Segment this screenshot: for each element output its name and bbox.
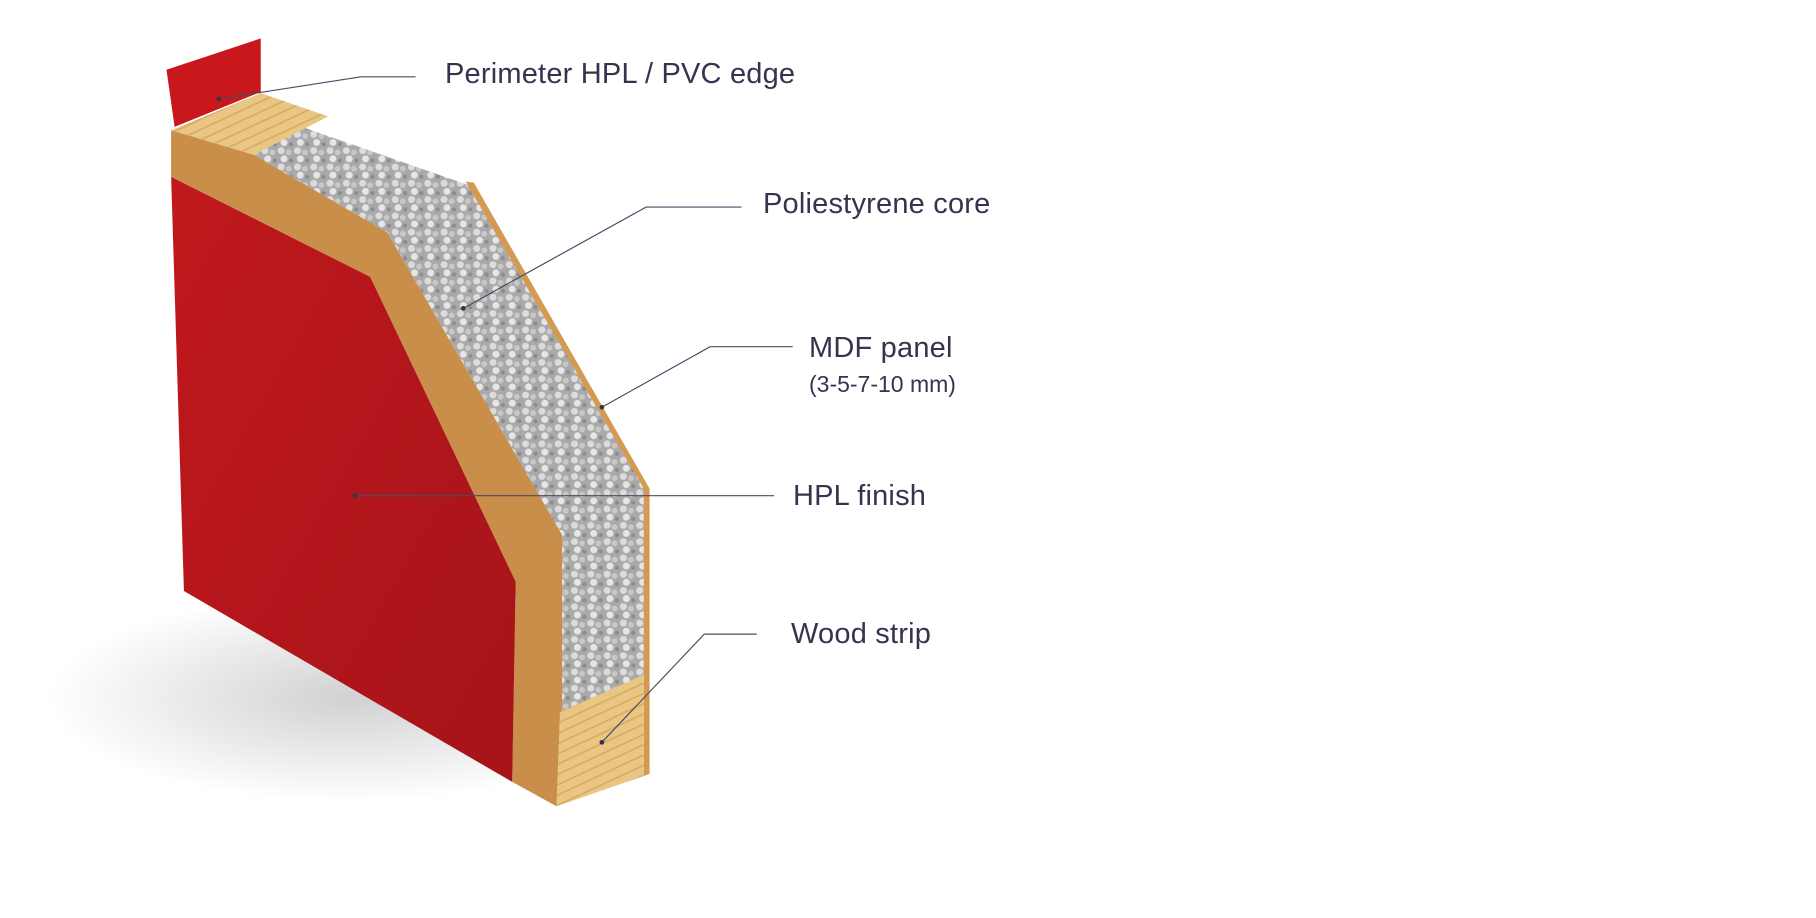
perimeter-edge-flap: [166, 38, 261, 127]
top-wood-block: [171, 93, 329, 155]
polystyrene-core: [253, 127, 644, 713]
label-wood-strip: Wood strip: [791, 618, 932, 650]
label-polystyrene-core: Poliestyrene core: [763, 188, 991, 220]
label-hpl-finish: HPL finish: [793, 480, 927, 512]
leader-wood: [601, 633, 757, 743]
leader-dot-hpl: [352, 493, 358, 498]
label-perimeter-edge: Perimeter HPL / PVC edge: [445, 58, 796, 90]
leader-dot-perimeter: [216, 96, 222, 102]
mdf-panel-edge: [171, 130, 563, 807]
leader-dot-wood: [599, 739, 605, 745]
hpl-finish-face: [171, 176, 516, 782]
wood-strip: [556, 674, 644, 807]
label-mdf-panel: MDF panel: [809, 332, 953, 364]
label-mdf-thickness: (3-5-7-10 mm): [809, 371, 956, 397]
leader-dot-core: [460, 306, 466, 311]
leader-perimeter: [218, 76, 416, 100]
leader-core: [463, 206, 742, 309]
leader-dot-mdf: [599, 404, 605, 410]
leader-mdf: [601, 346, 793, 408]
